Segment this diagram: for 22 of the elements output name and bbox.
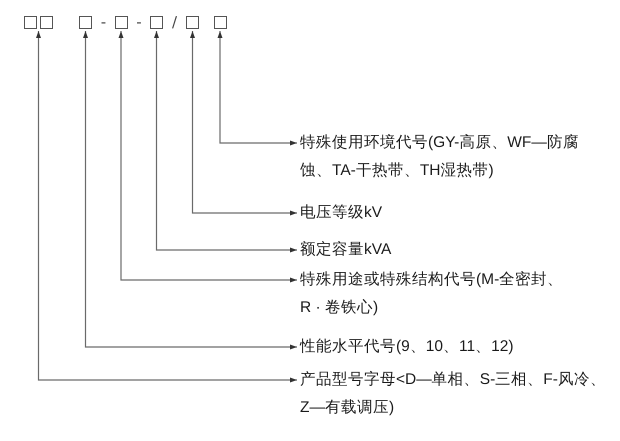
code-description: 特殊用途或特殊结构代号(M-全密封、R · 卷铁心) [300, 266, 567, 322]
separator: - [136, 12, 142, 32]
fill-in-box [24, 16, 37, 29]
leader-arrow [36, 31, 297, 382]
leader-arrow [190, 31, 297, 216]
code-description: 额定容量kVA [300, 236, 606, 264]
code-description: 电压等级kV [300, 199, 606, 227]
separator: - [100, 12, 106, 32]
fill-in-box [186, 16, 199, 29]
code-description: 产品型号字母<D—单相、S-三相、F-风冷、Z—有载调压) [300, 366, 606, 422]
fill-in-box [114, 16, 128, 29]
code-description: 特殊使用环境代号(GY-高原、WF—防腐蚀、TA-干热带、TH湿热带) [300, 129, 606, 185]
leader-arrow [218, 31, 297, 146]
code-description: 性能水平代号(9、10、11、12) [300, 333, 606, 361]
leader-arrow [118, 31, 297, 282]
fill-in-box [150, 16, 163, 29]
leader-arrow [154, 31, 297, 252]
fill-in-box [214, 16, 226, 29]
leader-arrow [83, 31, 297, 350]
fill-in-box [79, 16, 92, 29]
separator: / [172, 12, 178, 32]
fill-in-box [40, 16, 53, 29]
